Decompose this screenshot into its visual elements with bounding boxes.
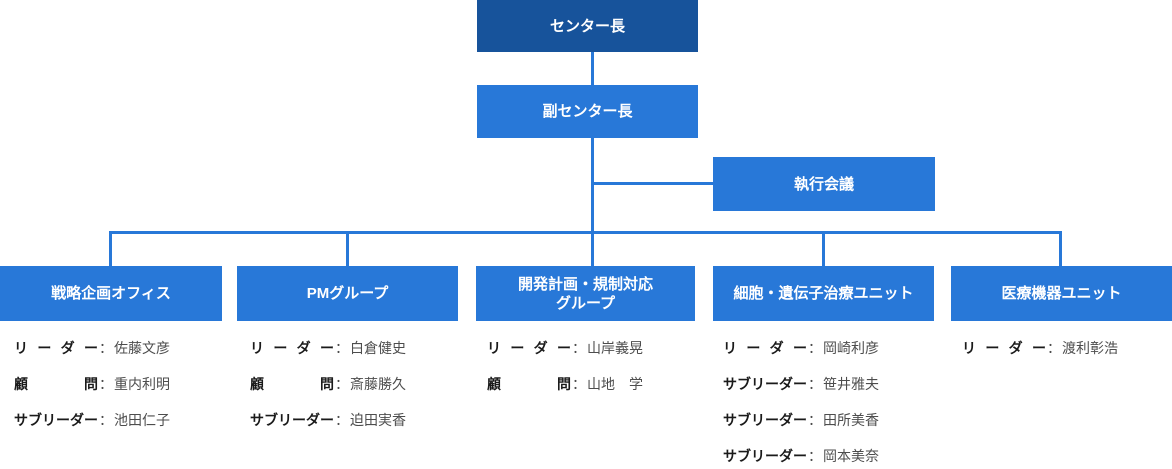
member-row: 顧問 ： 重内利明 <box>14 366 229 402</box>
colon-separator: ： <box>99 376 113 392</box>
member-role: サブリーダー <box>723 376 807 392</box>
node-strategy-office-label: 戦略企画オフィス <box>51 285 171 302</box>
colon-separator: ： <box>808 340 822 356</box>
node-cell-gene-unit: 細胞・遺伝子治療ユニット <box>713 266 934 321</box>
colon-separator: ： <box>572 376 586 392</box>
member-name: 岡本美奈 <box>823 448 879 464</box>
members-medical-device-unit: リーダー ： 渡利彰浩 <box>962 330 1172 366</box>
node-deputy-director: 副センター長 <box>477 85 698 138</box>
colon-separator: ： <box>572 340 586 356</box>
members-strategy-office: リーダー ： 佐藤文彦 顧問 ： 重内利明 サブリーダー ： 池田仁子 <box>14 330 229 438</box>
member-role: リーダー <box>487 340 571 356</box>
node-dev-regulatory-group: 開発計画・規制対応 グループ <box>476 266 695 321</box>
colon-separator: ： <box>335 412 349 428</box>
member-role: サブリーダー <box>723 448 807 464</box>
connector-executive-branch <box>592 182 713 185</box>
member-name: 迫田実香 <box>350 412 406 428</box>
member-name: 佐藤文彦 <box>114 340 170 356</box>
member-role: 顧問 <box>487 376 571 392</box>
member-name: 白倉健史 <box>350 340 406 356</box>
member-row: サブリーダー ： 迫田実香 <box>250 402 465 438</box>
connector-distribution <box>109 231 1062 234</box>
member-role: リーダー <box>962 340 1046 356</box>
member-name: 笹井雅夫 <box>823 376 879 392</box>
connector-trunk <box>591 138 594 267</box>
member-row: リーダー ： 山岸義晃 <box>487 330 702 366</box>
member-name: 田所美香 <box>823 412 879 428</box>
member-name: 岡崎利彦 <box>823 340 879 356</box>
members-pm-group: リーダー ： 白倉健史 顧問 ： 斎藤勝久 サブリーダー ： 迫田実香 <box>250 330 465 438</box>
node-strategy-office: 戦略企画オフィス <box>0 266 222 321</box>
member-name: 山地 学 <box>587 376 643 392</box>
connector-drop-strategy <box>109 231 112 267</box>
colon-separator: ： <box>808 376 822 392</box>
member-name: 渡利彰浩 <box>1062 340 1118 356</box>
member-role: リーダー <box>14 340 98 356</box>
node-executive-meeting-label: 執行会議 <box>793 175 854 193</box>
node-executive-meeting: 執行会議 <box>713 157 935 211</box>
node-dev-regulatory-group-label: 開発計画・規制対応 グループ <box>517 275 653 312</box>
member-role: 顧問 <box>250 376 334 392</box>
node-deputy-director-label: 副センター長 <box>542 103 633 120</box>
colon-separator: ： <box>335 376 349 392</box>
connector-root-deputy <box>591 52 594 85</box>
member-role: サブリーダー <box>723 412 807 428</box>
member-role: リーダー <box>723 340 807 356</box>
member-row: サブリーダー ： 田所美香 <box>723 402 938 438</box>
member-row: 顧問 ： 斎藤勝久 <box>250 366 465 402</box>
colon-separator: ： <box>335 340 349 356</box>
member-name: 重内利明 <box>114 376 170 392</box>
member-row: リーダー ： 渡利彰浩 <box>962 330 1172 366</box>
connector-drop-medical-device <box>1059 231 1062 267</box>
colon-separator: ： <box>808 412 822 428</box>
member-row: サブリーダー ： 池田仁子 <box>14 402 229 438</box>
member-role: サブリーダー <box>250 412 334 428</box>
connector-drop-cell-gene <box>822 231 825 267</box>
members-dev-regulatory-group: リーダー ： 山岸義晃 顧問 ： 山地 学 <box>487 330 702 402</box>
members-cell-gene-unit: リーダー ： 岡崎利彦 サブリーダー ： 笹井雅夫 サブリーダー ： 田所美香 … <box>723 330 938 469</box>
node-center-director-label: センター長 <box>549 17 625 35</box>
connector-drop-pm <box>346 231 349 267</box>
member-role: リーダー <box>250 340 334 356</box>
member-row: サブリーダー ： 岡本美奈 <box>723 438 938 469</box>
node-pm-group-label: PMグループ <box>306 285 389 302</box>
member-role: 顧問 <box>14 376 98 392</box>
colon-separator: ： <box>99 340 113 356</box>
member-name: 池田仁子 <box>114 412 170 428</box>
member-row: リーダー ： 白倉健史 <box>250 330 465 366</box>
colon-separator: ： <box>1047 340 1061 356</box>
member-name: 山岸義晃 <box>587 340 643 356</box>
colon-separator: ： <box>99 412 113 428</box>
node-center-director: センター長 <box>477 0 698 52</box>
node-medical-device-unit-label: 医療機器ユニット <box>1001 285 1122 302</box>
node-pm-group: PMグループ <box>237 266 458 321</box>
member-row: リーダー ： 佐藤文彦 <box>14 330 229 366</box>
member-row: リーダー ： 岡崎利彦 <box>723 330 938 366</box>
node-medical-device-unit: 医療機器ユニット <box>951 266 1172 321</box>
member-role: サブリーダー <box>14 412 98 428</box>
member-name: 斎藤勝久 <box>350 376 406 392</box>
member-row: サブリーダー ： 笹井雅夫 <box>723 366 938 402</box>
node-cell-gene-unit-label: 細胞・遺伝子治療ユニット <box>733 285 914 302</box>
colon-separator: ： <box>808 448 822 464</box>
member-row: 顧問 ： 山地 学 <box>487 366 702 402</box>
